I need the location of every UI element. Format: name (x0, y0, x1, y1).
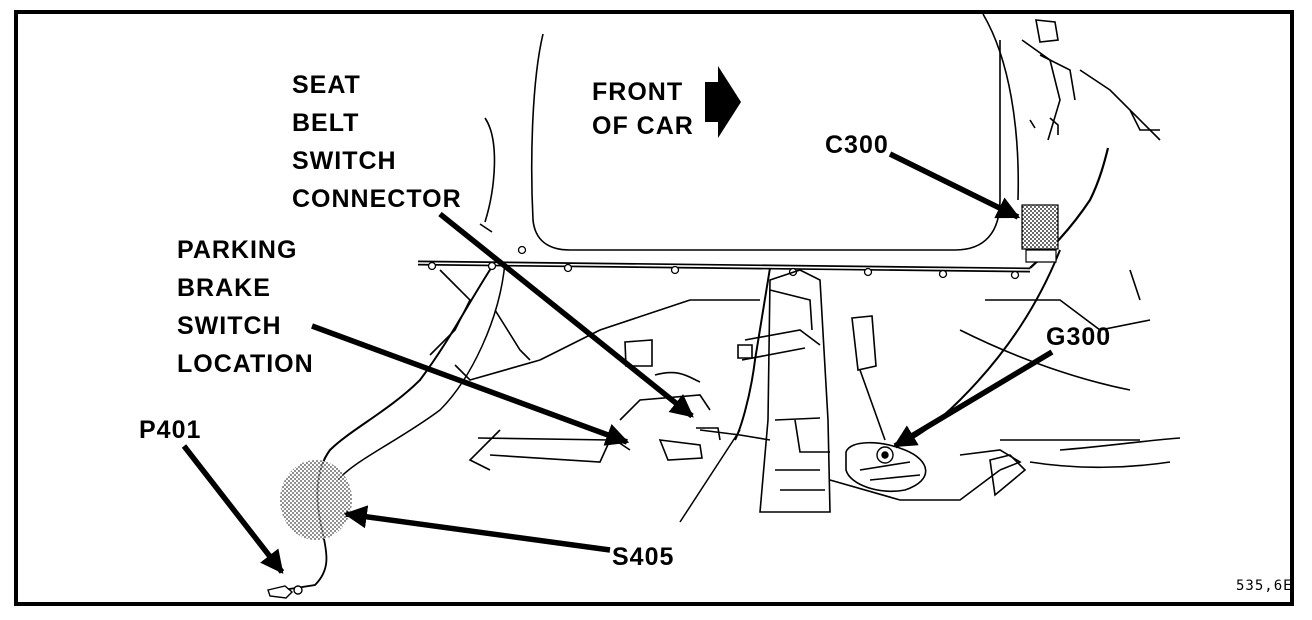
label-line: CONNECTOR (292, 185, 462, 213)
c300-label: C300 (825, 131, 889, 159)
label-line: BRAKE (177, 274, 271, 302)
p401-label: P401 (139, 416, 202, 444)
harness-clips (427, 245, 1020, 280)
label-line: SWITCH (292, 147, 397, 175)
label-line: FRONT (592, 78, 684, 106)
label-line: SEAT (292, 71, 361, 99)
g300-label: G300 (1046, 323, 1112, 351)
label-line: LOCATION (177, 350, 314, 378)
parking-brake-switch-location-label: PARKING BRAKE SWITCH LOCATION (177, 231, 314, 383)
label-line: SWITCH (177, 312, 282, 340)
label-line: BELT (292, 109, 360, 137)
c300-arrow (888, 151, 1021, 220)
p401-arrow (181, 444, 285, 574)
body-outline (429, 13, 1181, 471)
g300-ground (876, 446, 894, 464)
front-arrow-icon (705, 66, 741, 138)
parking-brake-arrow (311, 323, 630, 446)
center-console (614, 269, 1027, 513)
pointer-line (679, 429, 741, 523)
s405-label: S405 (612, 543, 675, 571)
seat-belt-arrow (438, 211, 694, 419)
label-line: PARKING (177, 236, 298, 264)
callout-arrows (181, 151, 1054, 574)
diagram-frame (14, 10, 1294, 606)
s405-arrow (343, 505, 611, 553)
p401-connector (267, 585, 303, 599)
s405-splice-area (280, 460, 352, 540)
label-line: OF CAR (592, 112, 694, 140)
g300-arrow (893, 349, 1054, 449)
figure-code: 535,6E (1236, 578, 1293, 594)
c300-connector (1021, 204, 1059, 263)
seat-belt-switch-connector-label: SEAT BELT SWITCH CONNECTOR (292, 66, 462, 218)
front-of-car-label: FRONT OF CAR (592, 73, 694, 145)
